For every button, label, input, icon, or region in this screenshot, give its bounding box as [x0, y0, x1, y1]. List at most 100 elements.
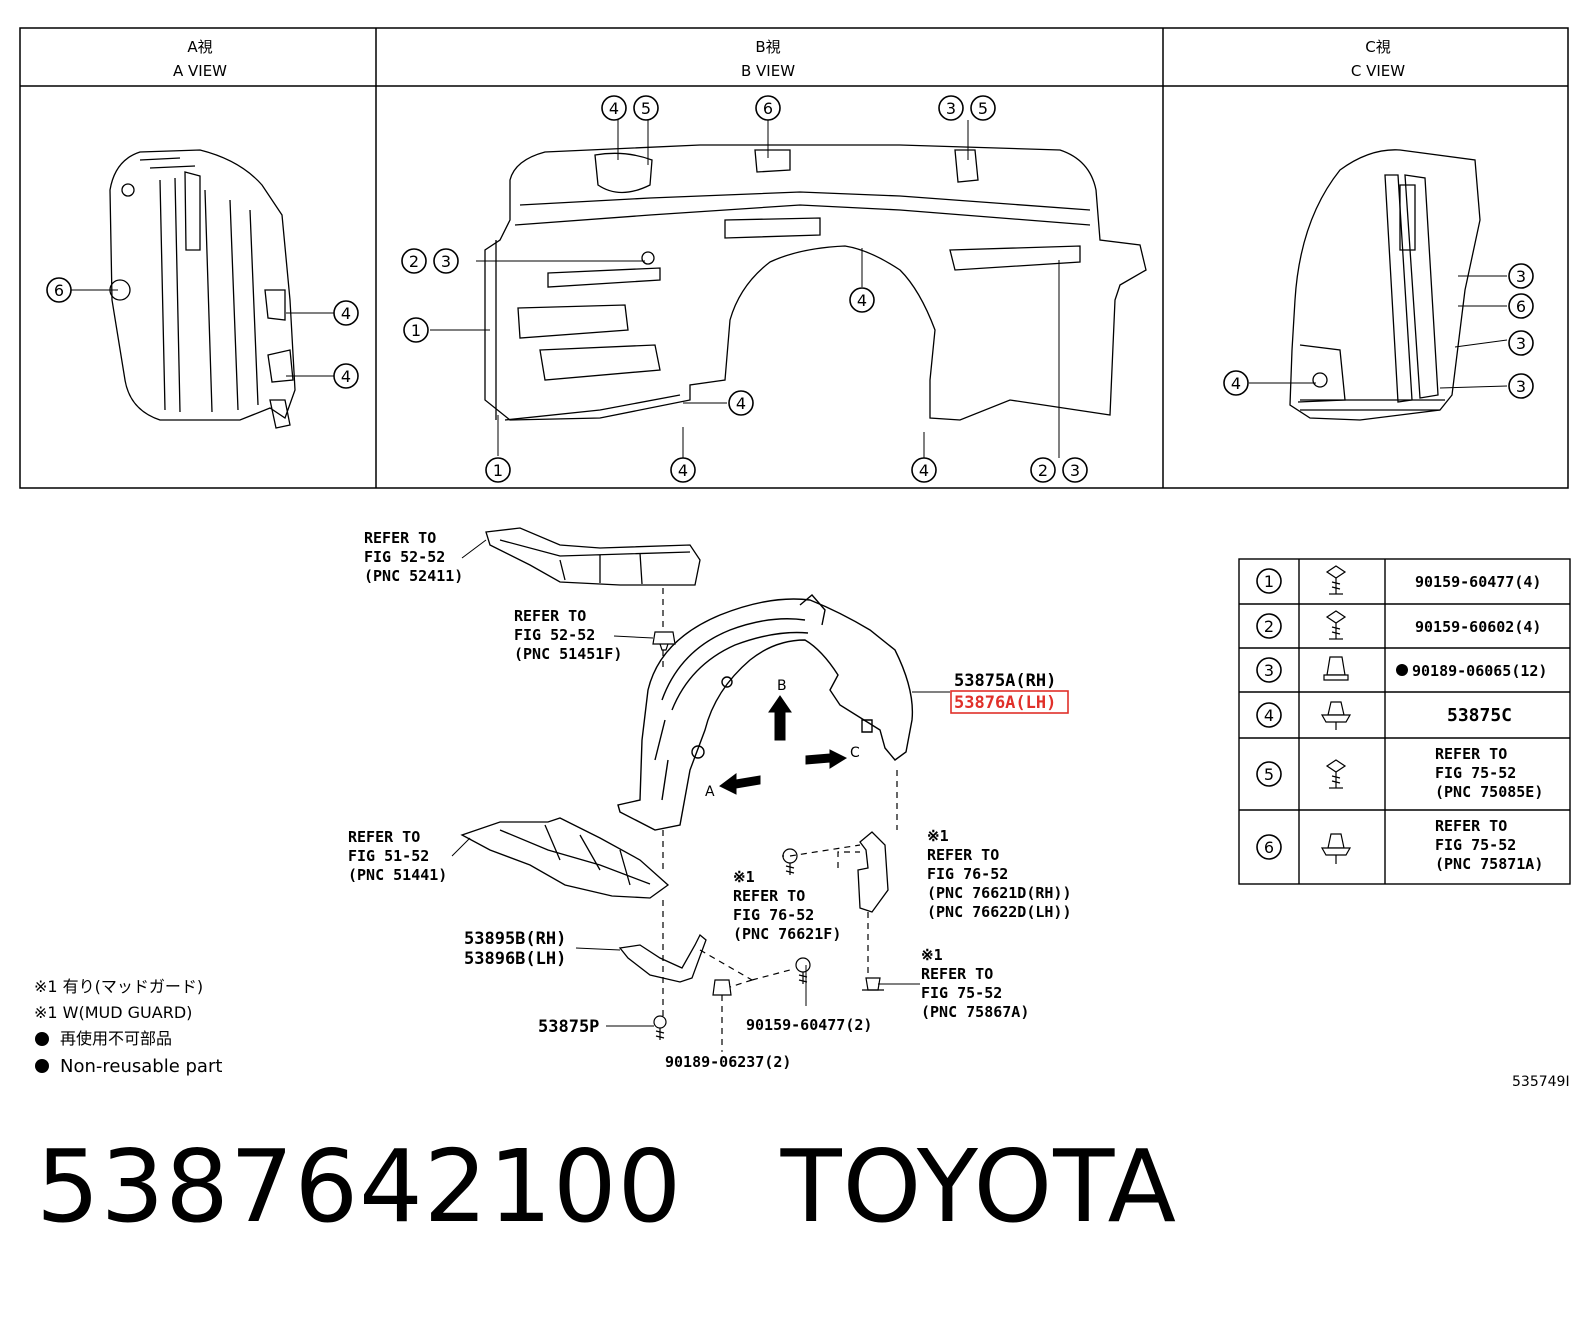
refer-bolt-l2: FIG 76-52 [733, 906, 814, 924]
callout-6: 6 [763, 99, 773, 118]
refer-lower-shield-l2: FIG 51-52 [348, 847, 429, 865]
part-clip-90189: 90189-06237(2) [665, 1053, 791, 1071]
diagram-id: 535749I [1512, 1074, 1570, 1090]
clip-icon [1323, 656, 1349, 681]
refer-bolt-l3: (PNC 76621F) [733, 925, 841, 943]
b-view-en: B VIEW [741, 62, 795, 80]
refer-clip-l2: FIG 52-52 [514, 626, 595, 644]
b-view-leaders [430, 120, 1060, 458]
callout-4: 4 [1231, 374, 1241, 393]
bullet-dot-icon [35, 1032, 49, 1046]
callout-4: 4 [341, 304, 351, 323]
bolt-icon [1325, 610, 1347, 640]
refer-clip2-mark: ※1 [921, 946, 943, 964]
callout-4: 4 [678, 461, 688, 480]
arrow-a-label: A [705, 784, 715, 800]
table-fastener-icons [1320, 565, 1352, 864]
callout-3: 3 [1516, 377, 1526, 396]
view-arrows [719, 695, 848, 795]
part-53875p: 53875P [538, 1017, 599, 1037]
c-view-leaders [1249, 275, 1508, 389]
refer-upper-bracket-l2: FIG 52-52 [364, 548, 445, 566]
refer-clip2-l1: REFER TO [921, 965, 993, 983]
bracket-53895b-drawing [618, 933, 707, 983]
refer-lower-shield-l1: REFER TO [348, 828, 420, 846]
refer-mudguard-l2: FIG 76-52 [927, 865, 1008, 883]
table-refer-6-l2: FIG 75-52 [1435, 836, 1516, 854]
table-refer-5-l1: REFER TO [1435, 745, 1507, 763]
refer-mudguard-l1: REFER TO [927, 846, 999, 864]
refer-bolt-mark: ※1 [733, 868, 755, 886]
bolt-icon [1325, 565, 1347, 595]
part-number-footer: 5387642100 TOYOTA [36, 1128, 1177, 1245]
views-frame [19, 27, 1569, 489]
b-view-jp: B視 [755, 38, 780, 56]
bolt-icon [1325, 759, 1347, 789]
callout-5: 5 [978, 99, 988, 118]
refer-bolt-l1: REFER TO [733, 887, 805, 905]
callout-2: 2 [409, 252, 419, 271]
bullet-dot-icon [35, 1059, 49, 1073]
part-53875a-rh: 53875A(RH) [954, 671, 1056, 691]
arrow-c-label: C [850, 745, 860, 761]
c-view-jp: C視 [1365, 38, 1390, 56]
fender-liner-drawing [617, 594, 914, 831]
callout-3: 3 [1516, 267, 1526, 286]
highlight-box [950, 690, 1069, 714]
refer-clip2-l2: FIG 75-52 [921, 984, 1002, 1002]
arrow-b-icon [768, 695, 792, 741]
label-leaders [451, 539, 950, 1052]
a-view-leaders [71, 289, 334, 377]
clip-icon [1320, 701, 1352, 730]
table-num-2: 2 [1264, 617, 1274, 636]
fastener-table [1238, 558, 1571, 885]
callout-4: 4 [919, 461, 929, 480]
fasteners [652, 631, 884, 1040]
table-refer-5-l2: FIG 75-52 [1435, 764, 1516, 782]
refer-mudguard-l4: (PNC 76622D(LH)) [927, 903, 1072, 921]
refer-lower-shield-l3: (PNC 51441) [348, 866, 447, 884]
c-view-en: C VIEW [1351, 62, 1405, 80]
callout-3: 3 [441, 252, 451, 271]
table-value-1: 90159-60477(4) [1415, 573, 1541, 591]
table-refer-6-l1: REFER TO [1435, 817, 1507, 835]
callout-3: 3 [1070, 461, 1080, 480]
callout-2: 2 [1038, 461, 1048, 480]
note-nonreusable-jp: 再使用不可部品 [60, 1029, 172, 1048]
part-53876a-lh: 53876A(LH) [954, 693, 1056, 713]
clip-icon [712, 979, 732, 996]
table-num-5: 5 [1264, 765, 1274, 784]
part-53896b-lh: 53896B(LH) [464, 949, 566, 969]
callout-6: 6 [1516, 297, 1526, 316]
a-view-liner-drawing [109, 149, 296, 429]
callout-1: 1 [411, 321, 421, 340]
callout-4: 4 [736, 394, 746, 413]
bolt-icon [782, 848, 798, 875]
callout-3: 3 [946, 99, 956, 118]
clip-icon [862, 977, 884, 991]
bolt-icon [653, 1015, 667, 1040]
arrow-b-label: B [777, 678, 787, 694]
mud-guard-drawing [857, 831, 889, 913]
refer-clip-l3: (PNC 51451F) [514, 645, 622, 663]
callout-4: 4 [609, 99, 619, 118]
arrow-c-icon [805, 749, 848, 769]
lower-shield-drawing [460, 817, 670, 899]
note-mudguard-en: ※1 W(MUD GUARD) [34, 1003, 192, 1022]
arrow-a-icon [719, 773, 761, 795]
table-refer-6-l3: (PNC 75871A) [1435, 855, 1543, 873]
callout-4: 4 [857, 291, 867, 310]
refer-clip-l1: REFER TO [514, 607, 586, 625]
refer-upper-bracket-l3: (PNC 52411) [364, 567, 463, 585]
refer-clip2-l3: (PNC 75867A) [921, 1003, 1029, 1021]
table-refer-5-l3: (PNC 75085E) [1435, 783, 1543, 801]
table-value-3: 90189-06065(12) [1412, 662, 1547, 680]
callouts: 6 4 4 4 5 6 3 5 2 3 1 1 4 4 4 4 2 3 3 6 … [46, 95, 1534, 483]
note-nonreusable-en: Non-reusable part [60, 1056, 222, 1077]
part-bolt-90159: 90159-60477(2) [746, 1016, 872, 1034]
b-view-liner-drawing [484, 144, 1147, 421]
nonreusable-dot-icon [1396, 664, 1408, 676]
callout-3: 3 [1516, 334, 1526, 353]
refer-mudguard-l3: (PNC 76621D(RH)) [927, 884, 1072, 902]
